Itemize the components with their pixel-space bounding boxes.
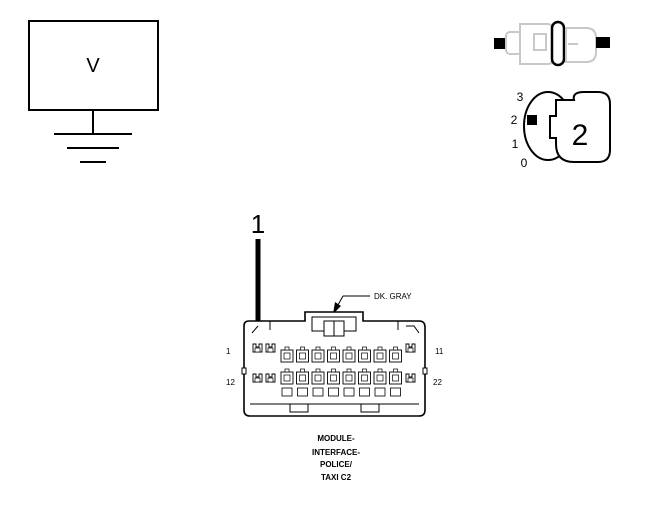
connector-c2: DK. GRAY 1 11 12 22 MODULE- INTERFACE- P… <box>226 292 444 482</box>
pin-cavity <box>389 368 402 385</box>
pin-label-last-top: 11 <box>435 347 444 356</box>
pin-cavity <box>327 346 340 363</box>
voltmeter-label: V <box>86 55 100 77</box>
pin-cavity <box>358 346 371 363</box>
ignition-key-icon: 2 3 2 1 0 <box>511 90 611 170</box>
pin-cavity <box>405 343 416 353</box>
pin-cavity-lower <box>281 387 293 397</box>
ignition-pointer <box>527 115 537 125</box>
pin-cavity <box>327 368 340 385</box>
pin-cavity-lower <box>328 387 339 397</box>
voltmeter-box <box>28 20 159 111</box>
connector-disconnect-icon <box>494 20 610 67</box>
pin-cavity <box>280 368 294 385</box>
callout-number: 1 <box>251 209 265 239</box>
pin-cavity <box>296 368 309 385</box>
ignition-position-2: 2 <box>511 113 518 127</box>
ignition-selected-position: 2 <box>572 119 589 152</box>
pin-label-first-top: 1 <box>226 347 231 356</box>
ignition-position-3: 3 <box>517 90 524 104</box>
pin-cavity <box>280 346 294 363</box>
connector-caption: MODULE- INTERFACE- POLICE/ TAXI C2 <box>312 434 360 482</box>
pin-cavity <box>265 373 276 383</box>
pin-cavity <box>265 343 276 353</box>
pin-cavity <box>296 346 309 363</box>
connector-color-label: DK. GRAY <box>374 292 412 301</box>
pin-label-last-bottom: 22 <box>433 378 442 387</box>
ignition-position-1: 1 <box>512 137 519 151</box>
pin-cavity-lower <box>390 387 401 397</box>
pin-label-first-bottom: 12 <box>226 378 235 387</box>
caption-line-4: TAXI C2 <box>321 473 352 482</box>
pin-cavity-lower <box>359 387 370 397</box>
pin-cavity <box>405 373 416 383</box>
pin-cavity-lower <box>297 387 308 397</box>
pin-cavity <box>358 368 371 385</box>
pin-cavity-lower <box>343 387 355 397</box>
pin-cavity <box>252 343 263 353</box>
caption-line-3: POLICE/ <box>320 460 353 469</box>
pin-cavity <box>373 368 387 385</box>
ignition-position-0: 0 <box>521 156 528 170</box>
pin-cavity <box>311 368 325 385</box>
caption-line-2: INTERFACE- <box>312 448 360 457</box>
pin-cavity-lower <box>312 387 324 397</box>
pin-cavity <box>342 368 356 385</box>
pin-cavity <box>373 346 387 363</box>
pin-cavity <box>389 346 402 363</box>
pin-cavity <box>252 373 263 383</box>
pin-cavity <box>311 346 325 363</box>
pin-cavity <box>342 346 356 363</box>
pin-cavity-lower <box>374 387 386 397</box>
voltmeter-symbol: V <box>28 20 159 163</box>
ground-icon <box>54 133 132 163</box>
caption-line-1: MODULE- <box>317 434 355 443</box>
pin-cavities <box>252 343 416 397</box>
